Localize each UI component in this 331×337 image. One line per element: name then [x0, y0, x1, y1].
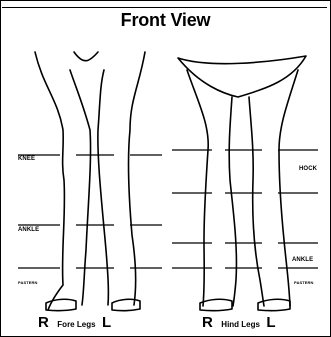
right-label-hock: HOCK: [299, 166, 317, 172]
fore-right-leg-inner: [70, 70, 91, 305]
hind-legs-text: Hind Legs: [221, 320, 260, 329]
right-label-ankle: ANKLE: [292, 257, 313, 263]
hind-right-leg-outline: [187, 70, 208, 306]
fore-left-leg-inner: [98, 70, 109, 305]
right-label-pastern: PASTERN: [294, 280, 314, 285]
hind-legs-right-letter: R: [202, 314, 213, 331]
hind-legs-left-letter: L: [266, 314, 275, 331]
fore-left-hoof: [112, 299, 140, 310]
hind-left-hoof: [258, 299, 290, 310]
fore-legs-label: R Fore Legs L: [38, 314, 111, 332]
hind-left-leg-inner: [249, 97, 264, 306]
hind-rump: [178, 56, 306, 97]
fore-legs-left-letter: L: [102, 314, 111, 331]
hind-left-leg-outline: [279, 70, 298, 306]
fore-legs-right-letter: R: [38, 314, 49, 331]
left-label-pastern: PASTERN: [18, 280, 38, 285]
hind-right-leg-inner: [229, 97, 236, 306]
fore-left-leg-outline: [129, 52, 145, 305]
fore-right-leg-outline: [35, 52, 64, 310]
hind-right-hoof: [200, 299, 232, 310]
left-label-ankle: ANKLE: [18, 227, 39, 233]
hind-legs-label: R Hind Legs L: [202, 314, 276, 332]
fore-chest-left: [74, 52, 98, 61]
left-label-knee: KNEE: [18, 156, 35, 162]
fore-legs-text: Fore Legs: [57, 320, 95, 329]
